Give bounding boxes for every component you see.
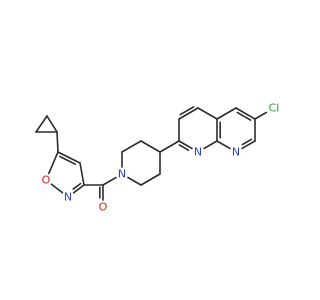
bond-cp3-iso_c5 — [56, 131, 59, 153]
bond-pip_c6-pip_n — [127, 176, 142, 186]
bond-nap_c6-cl — [254, 111, 268, 120]
bond-pip_c4-nap_c2 — [159, 140, 180, 153]
bond-nap_c3-nap_c4 — [178, 107, 199, 120]
bond-nap_n1-nap_c2 — [178, 140, 193, 150]
bond-iso_c5-iso_c4 — [57, 151, 81, 164]
bond-pip_c5-pip_c6 — [140, 173, 161, 186]
bond-nap_c7-nap_n8 — [241, 140, 256, 150]
bond-iso_c3-iso_n — [72, 184, 85, 194]
bond-pip_c2-pip_c3 — [121, 140, 142, 153]
bond-iso_c3-iso_n-second — [72, 182, 82, 190]
atom-label-iso_n: N — [64, 191, 72, 204]
bond-nap_c5-nap_c6-second — [236, 111, 252, 121]
atom-label-carbonyl_o: O — [99, 201, 108, 214]
bond-nap_n8-nap_c8a — [216, 140, 231, 150]
bond-iso_c4-iso_c3 — [79, 162, 85, 186]
atom-label-pip_n: N — [118, 168, 126, 181]
bond-nap_c4a-nap_c5 — [216, 107, 237, 120]
bond-nap_c7-nap_n8-second — [241, 138, 253, 146]
atom-label-nap_n8: N — [232, 146, 240, 159]
bond-nap_c3-nap_c4-second — [179, 106, 195, 116]
bond-cp1-cp2 — [35, 115, 48, 133]
bond-iso_o-iso_c5 — [47, 151, 59, 175]
atom-label-iso_o: O — [42, 174, 51, 187]
bond-nap_c5-nap_c6 — [235, 107, 256, 120]
atom-label-nap_n1: N — [194, 146, 202, 159]
bond-iso_c5-iso_c4-second — [59, 155, 77, 166]
bond-nap_c8a-nap_n1 — [203, 140, 218, 150]
bond-iso_n-iso_o — [50, 183, 64, 194]
bond-pip_c3-pip_c4 — [140, 140, 161, 153]
bond-layer — [35, 106, 268, 201]
atom-label-cl: Cl — [269, 102, 280, 115]
bond-nap_n1-nap_c2-second — [178, 144, 190, 151]
bond-cp1-cp3 — [46, 115, 58, 133]
bond-carbonyl_c-pip_n — [102, 176, 117, 186]
bond-nap_c4-nap_c4a — [197, 107, 218, 120]
